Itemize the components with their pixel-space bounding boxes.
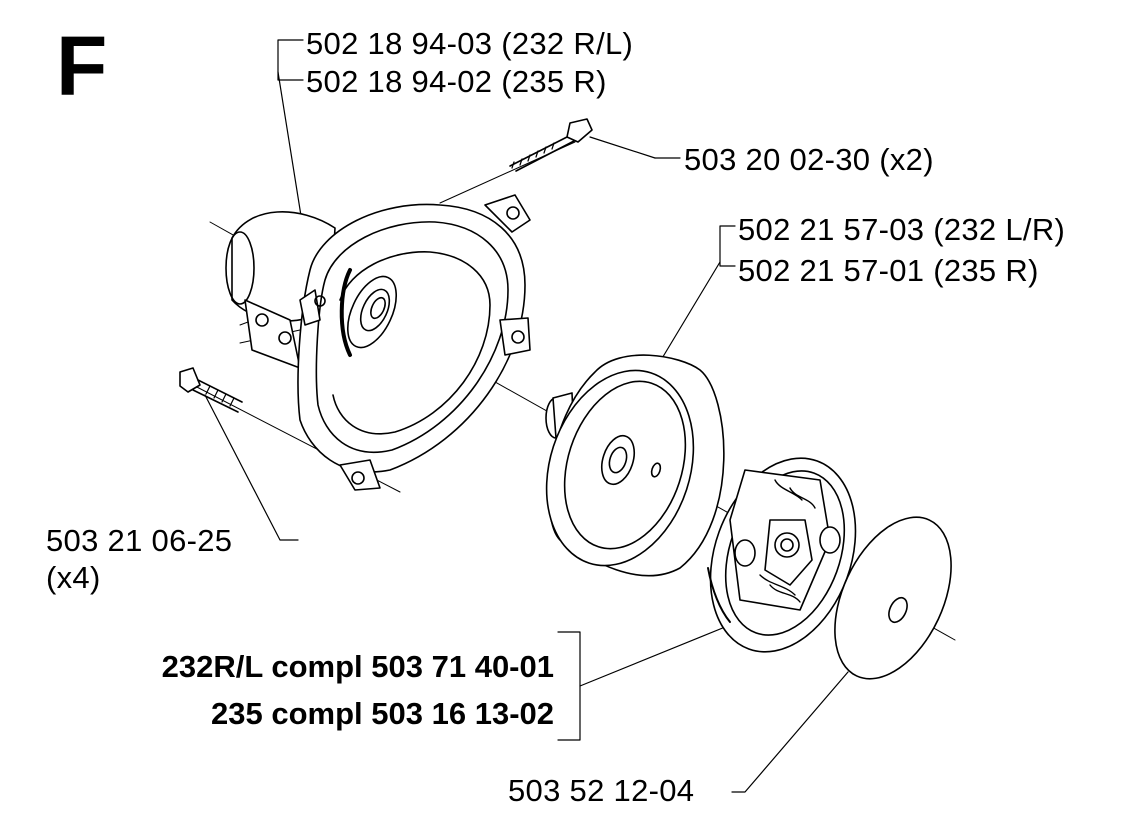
screw-top-part — [509, 118, 593, 172]
screw-left-part — [179, 367, 243, 413]
gear-housing-part — [225, 194, 531, 491]
callout-screw-top: 503 20 02-30 (x2) — [684, 142, 934, 177]
washer-part — [834, 516, 952, 680]
section-letter: F — [56, 19, 108, 113]
callout-clutch-b: 235 compl 503 16 13-02 — [211, 696, 554, 731]
callout-drum-b: 502 21 57-01 (235 R) — [738, 253, 1039, 288]
callout-screw-left: 503 21 06-25 — [46, 523, 233, 558]
callout-clutch-a: 232R/L compl 503 71 40-01 — [161, 649, 554, 684]
callout-housing-a: 502 18 94-03 (232 R/L) — [306, 26, 634, 61]
clutch-assembly-part — [707, 457, 857, 653]
clutch-drum-part — [545, 354, 725, 577]
callout-washer: 503 52 12-04 — [508, 773, 695, 808]
callout-housing-b: 502 18 94-02 (235 R) — [306, 64, 607, 99]
callout-screw-left-qty: (x4) — [46, 560, 101, 595]
callout-drum-a: 502 21 57-03 (232 L/R) — [738, 212, 1066, 247]
